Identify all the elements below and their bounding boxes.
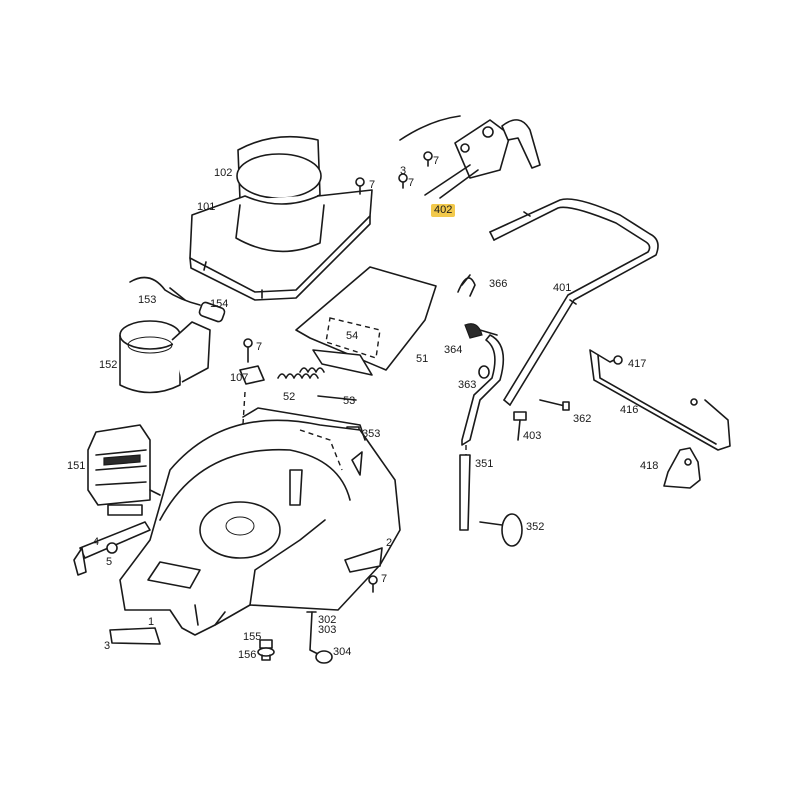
label-153: 153 xyxy=(138,294,157,306)
bolt-403 xyxy=(513,411,527,441)
label-102: 102 xyxy=(214,167,233,179)
cable-strip-4 xyxy=(73,521,151,576)
lever-364 xyxy=(464,323,498,339)
support-bar-416 xyxy=(589,349,731,451)
height-lever-363-351 xyxy=(459,334,505,531)
wheel-304 xyxy=(315,650,333,664)
label-304: 304 xyxy=(333,646,352,658)
label-364: 364 xyxy=(444,344,463,356)
label-2: 2 xyxy=(386,537,393,549)
label-154: 154 xyxy=(210,298,229,310)
screw-7-group xyxy=(243,151,433,593)
label-362: 362 xyxy=(573,413,592,425)
label-7-e: 7 xyxy=(381,573,388,585)
bolt-155-156 xyxy=(257,639,275,661)
label-366: 366 xyxy=(489,278,508,290)
label-7-a: 7 xyxy=(369,179,376,191)
label-418: 418 xyxy=(640,460,659,472)
label-4: 4 xyxy=(93,536,100,548)
capacitor-154 xyxy=(198,301,226,323)
label-403: 403 xyxy=(523,430,542,442)
plate-3 xyxy=(109,627,161,645)
switch-box-402 xyxy=(399,115,541,199)
handle-bar-401 xyxy=(489,198,659,406)
label-152: 152 xyxy=(99,359,118,371)
label-155: 155 xyxy=(243,631,262,643)
cable-clip-366 xyxy=(457,274,476,297)
label-7-d: 7 xyxy=(256,341,263,353)
label-402: 402 xyxy=(431,204,456,217)
label-54: 54 xyxy=(346,330,359,342)
label-7-b: 7 xyxy=(408,177,415,189)
mower-deck-body xyxy=(119,407,401,636)
label-302: 302 xyxy=(318,614,337,626)
label-363: 363 xyxy=(458,379,477,391)
label-416: 416 xyxy=(620,404,639,416)
label-151: 151 xyxy=(67,460,86,472)
label-53: 53 xyxy=(343,395,356,407)
label-3-top: 3 xyxy=(400,165,407,177)
label-352: 352 xyxy=(526,521,545,533)
motor-cup-152 xyxy=(119,320,211,394)
knob-352 xyxy=(479,513,523,547)
label-353: 353 xyxy=(362,428,381,440)
label-417: 417 xyxy=(628,358,647,370)
motor-151 xyxy=(87,424,161,516)
label-107: 107 xyxy=(230,372,249,384)
label-51: 51 xyxy=(416,353,429,365)
label-401: 401 xyxy=(553,282,572,294)
rear-cover-101 xyxy=(189,189,373,301)
label-52: 52 xyxy=(283,391,296,403)
label-3: 3 xyxy=(104,640,111,652)
cable-153 xyxy=(129,276,201,306)
label-5: 5 xyxy=(106,556,113,568)
label-156: 156 xyxy=(238,649,257,661)
label-7-c: 7 xyxy=(433,155,440,167)
label-101: 101 xyxy=(197,201,216,213)
label-351: 351 xyxy=(475,458,494,470)
rear-flap-51 xyxy=(295,266,437,376)
springs-52-53 xyxy=(277,367,357,401)
label-303: 303 xyxy=(318,624,337,636)
label-1: 1 xyxy=(148,616,155,628)
bolt-362 xyxy=(539,399,570,411)
plate-2 xyxy=(344,547,383,573)
bracket-418 xyxy=(663,447,701,489)
